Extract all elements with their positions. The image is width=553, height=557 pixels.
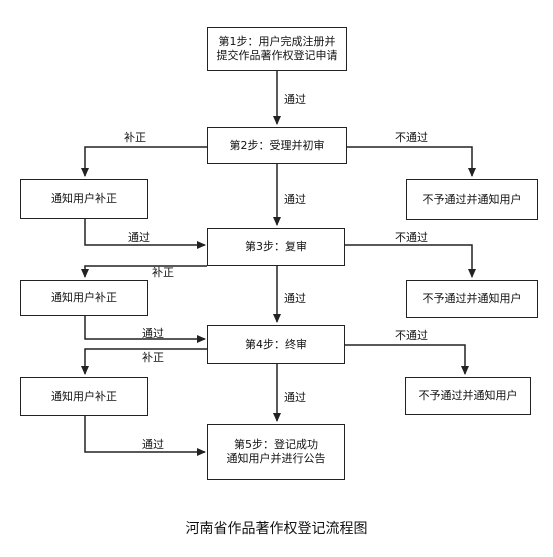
reject-box-3: 不予通过并通知用户 — [405, 377, 531, 415]
label-back-1: 通过 — [128, 231, 150, 244]
step1-line1: 第1步：用户完成注册并 — [218, 35, 336, 48]
label-pass-1-2: 通过 — [284, 93, 306, 106]
arrow-step3-to-notify2 — [81, 265, 207, 278]
label-fail-3: 不通过 — [395, 231, 428, 244]
label-fix-2: 补正 — [124, 131, 146, 144]
diagram-title: 河南省作品著作权登记流程图 — [185, 521, 368, 537]
step4-label: 第4步：终审 — [245, 337, 307, 351]
step3-box: 第3步：复审 — [207, 228, 345, 266]
label-fix-4: 补正 — [142, 351, 164, 364]
label-back-3: 通过 — [142, 438, 164, 451]
notify-box-1: 通知用户补正 — [20, 179, 148, 219]
notify-label-1: 通知用户补正 — [51, 192, 117, 205]
label-fail-2: 不通过 — [395, 131, 428, 144]
arrow-step4-to-notify3 — [81, 348, 207, 375]
reject-box-1: 不予通过并通知用户 — [406, 179, 538, 220]
step4-box: 第4步：终审 — [207, 325, 345, 364]
arrow-step2-to-notify1 — [81, 146, 207, 177]
reject-label-3: 不予通过并通知用户 — [418, 389, 518, 402]
label-pass-2-3: 通过 — [284, 193, 306, 206]
label-fail-4: 不通过 — [395, 329, 428, 342]
arrow-notify3-to-step5 — [84, 416, 206, 456]
arrow-step2-to-reject1 — [347, 146, 476, 177]
reject-box-2: 不予通过并通知用户 — [406, 280, 538, 318]
step3-label: 第3步：复审 — [245, 240, 307, 253]
step2-box: 第2步：受理并初审 — [207, 127, 347, 164]
label-pass-4-5: 通过 — [284, 391, 306, 404]
step1-line2: 提交作品著作权登记申请 — [216, 49, 338, 62]
step2-label: 第2步：受理并初审 — [229, 138, 325, 152]
notify-box-2: 通知用户补正 — [20, 280, 148, 316]
arrow-notify1-to-step3 — [84, 219, 206, 249]
step5-line2: 通知用户并进行公告 — [226, 452, 326, 465]
step5-line1: 第5步：登记成功 — [234, 438, 318, 451]
arrow-step4-to-reject3 — [345, 344, 469, 375]
notify-label-3: 通知用户补正 — [51, 389, 117, 403]
notify-box-3: 通知用户补正 — [20, 377, 148, 416]
step1-box: 第1步：用户完成注册并 提交作品著作权登记申请 — [207, 27, 347, 71]
label-pass-3-4: 通过 — [284, 292, 306, 305]
label-fix-3: 补正 — [152, 266, 174, 279]
step5-box: 第5步：登记成功 通知用户并进行公告 — [207, 424, 345, 480]
reject-label-2: 不予通过并通知用户 — [422, 292, 522, 305]
label-back-2: 通过 — [142, 327, 164, 340]
arrow-step3-to-reject2 — [345, 244, 476, 278]
reject-label-1: 不予通过并通知用户 — [422, 192, 522, 206]
arrow-notify2-to-step4 — [84, 316, 206, 343]
notify-label-2: 通知用户补正 — [51, 291, 117, 304]
